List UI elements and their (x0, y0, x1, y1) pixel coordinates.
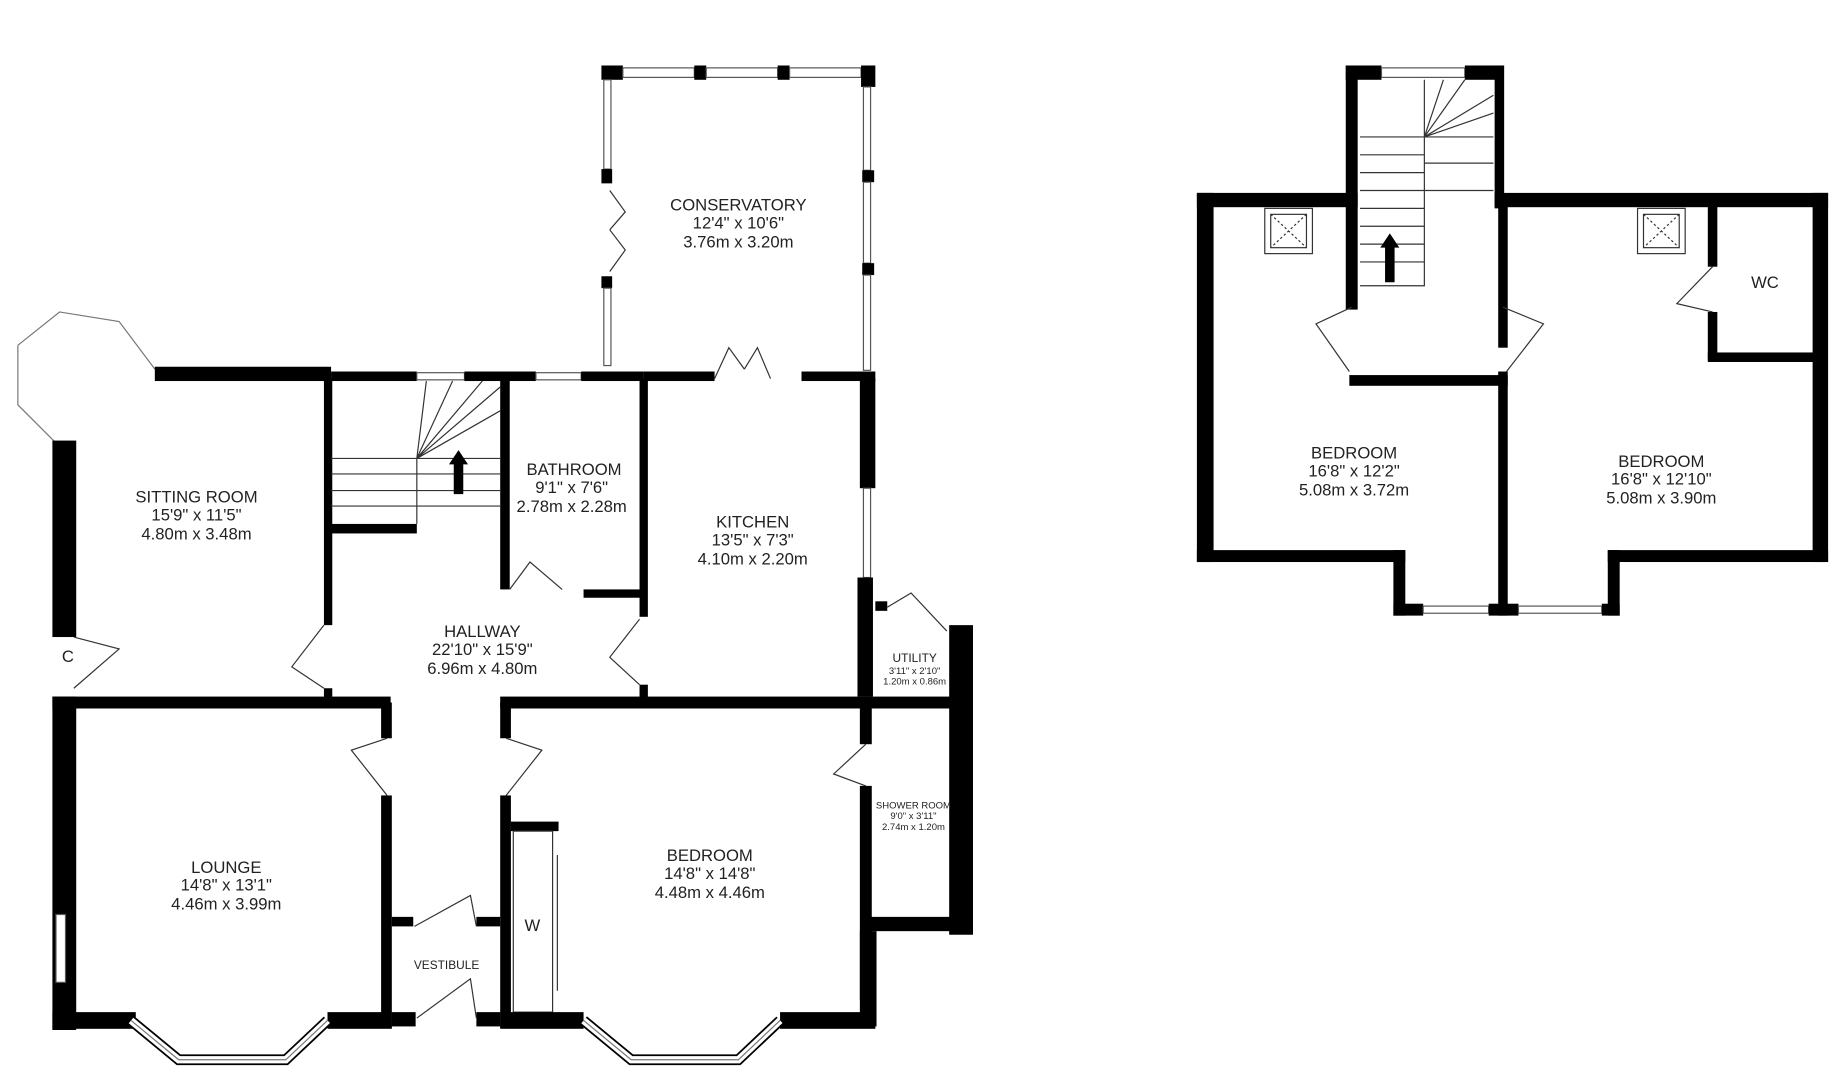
upper-floor-stairs (1360, 79, 1494, 287)
room-name: SITTING ROOM (135, 487, 257, 506)
room-name: UTILITY (893, 651, 937, 665)
room-name: BEDROOM (1618, 452, 1704, 471)
room-imperial: 12'4" x 10'6" (693, 214, 784, 233)
room-imperial: 16'8" x 12'10" (1611, 470, 1712, 489)
room-label-sitting-room: SITTING ROOM 15'9" x 11'5" 4.80m x 3.48m (135, 487, 257, 543)
room-imperial: 22'10" x 15'9" (432, 640, 533, 659)
room-label-shower-room: SHOWER ROOM 9'0" x 3'11" 2.74m x 1.20m (876, 801, 951, 833)
room-name: HALLWAY (444, 622, 521, 641)
room-name: SHOWER ROOM (876, 801, 951, 812)
room-imperial: 15'9" x 11'5" (151, 505, 241, 524)
room-imperial: 13'5" x 7'3" (712, 530, 794, 549)
conservatory-walls (601, 65, 876, 371)
upper-floor-walls (1196, 65, 1829, 616)
wardrobe-label: W (524, 916, 540, 935)
room-name: CONSERVATORY (670, 196, 806, 215)
room-metric: 4.10m x 2.20m (698, 549, 808, 568)
room-imperial: 14'8" x 13'1" (181, 876, 272, 895)
room-label-wc: WC (1751, 273, 1779, 292)
room-label-bedroom: BEDROOM 14'8" x 14'8" 4.48m x 4.46m (655, 846, 765, 902)
room-name: BATHROOM (527, 460, 622, 479)
room-metric: 4.80m x 3.48m (141, 524, 251, 543)
room-metric: 4.48m x 4.46m (655, 883, 765, 902)
room-name: LOUNGE (191, 858, 261, 877)
room-label-utility: UTILITY 3'11" x 2'10" 1.20m x 0.86m (883, 651, 946, 688)
room-imperial: 3'11" x 2'10" (889, 666, 940, 677)
room-name: BEDROOM (1311, 443, 1397, 462)
room-imperial: 14'8" x 14'8" (664, 864, 755, 883)
room-metric: 4.46m x 3.99m (171, 895, 281, 914)
stairs-up-arrow-icon (448, 450, 469, 495)
cupboard-label: C (62, 647, 74, 666)
room-label-bedroom-left: BEDROOM 16'8" x 12'2" 5.08m x 3.72m (1299, 443, 1409, 499)
upper-floor: BEDROOM 16'8" x 12'2" 5.08m x 3.72m BEDR… (1196, 65, 1829, 616)
room-label-hallway: HALLWAY 22'10" x 15'9" 6.96m x 4.80m (427, 622, 537, 678)
stairs-up-arrow-icon (1380, 233, 1400, 283)
room-label-vestibule: VESTIBULE (414, 958, 479, 972)
skylight-icon (1264, 207, 1314, 255)
room-imperial: 9'0" x 3'11" (890, 811, 936, 822)
room-label-conservatory: CONSERVATORY 12'4" x 10'6" 3.76m x 3.20m (670, 196, 806, 252)
room-label-lounge: LOUNGE 14'8" x 13'1" 4.46m x 3.99m (171, 858, 281, 914)
room-label-bedroom-right: BEDROOM 16'8" x 12'10" 5.08m x 3.90m (1606, 452, 1716, 508)
room-label-bathroom: BATHROOM 9'1" x 7'6" 2.78m x 2.28m (517, 460, 627, 516)
room-metric: 6.96m x 4.80m (427, 659, 537, 678)
room-metric: 1.20m x 0.86m (883, 677, 946, 688)
room-imperial: 9'1" x 7'6" (535, 478, 608, 497)
ground-floor-walls (52, 346, 973, 1066)
room-name: BEDROOM (667, 846, 753, 865)
room-metric: 2.78m x 2.28m (517, 497, 627, 516)
ground-floor-stairs (331, 380, 501, 534)
room-metric: 3.76m x 3.20m (683, 233, 793, 252)
sitting-room-bay-window (14, 308, 158, 450)
room-name: KITCHEN (716, 512, 789, 531)
ground-floor: CONSERVATORY 12'4" x 10'6" 3.76m x 3.20m… (14, 65, 973, 1066)
room-metric: 5.08m x 3.90m (1606, 489, 1716, 508)
skylight-icon (1636, 207, 1686, 255)
room-metric: 5.08m x 3.72m (1299, 480, 1409, 499)
room-imperial: 16'8" x 12'2" (1308, 461, 1399, 480)
room-metric: 2.74m x 1.20m (882, 822, 945, 833)
room-label-kitchen: KITCHEN 13'5" x 7'3" 4.10m x 2.20m (698, 512, 808, 568)
